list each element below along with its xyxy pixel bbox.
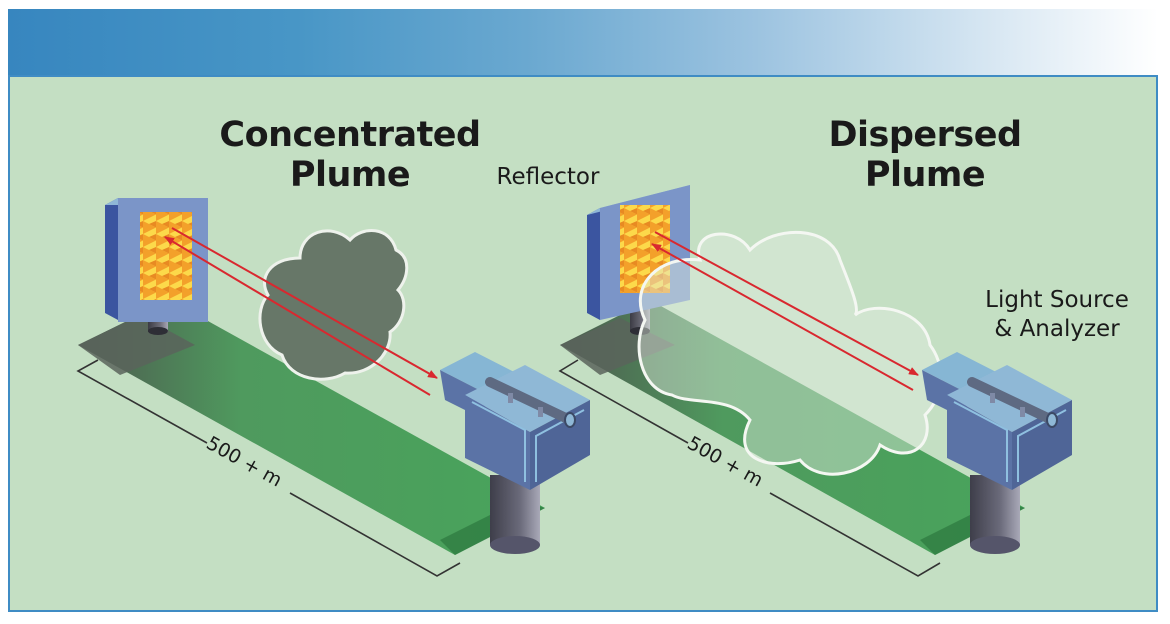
right-scene: 500 + m [558, 185, 1072, 577]
analyzer-label: Light Source & Analyzer [962, 286, 1152, 344]
left-dimension-line-2 [289, 492, 461, 577]
left-outgoing-beam [164, 236, 431, 396]
left-dimension-line [76, 359, 208, 444]
right-dimension-line [558, 359, 689, 444]
reflector-label: Reflector [496, 164, 600, 190]
concentrated-plume [258, 229, 409, 381]
left-analyzer [440, 352, 590, 554]
right-dimension-line-2 [769, 492, 941, 577]
right-title-line1: Dispersed [828, 115, 1022, 155]
left-ground-strip [78, 300, 545, 555]
left-scene-title: Concentrated Plume [205, 115, 495, 195]
left-title-line1: Concentrated [219, 115, 481, 155]
dispersed-plume [637, 230, 943, 476]
header-band [8, 9, 1158, 75]
right-analyzer [922, 352, 1072, 554]
analyzer-pedestal-base [490, 536, 540, 554]
telescope-lens [564, 412, 576, 428]
right-return-beam [654, 231, 919, 376]
left-title-line2: Plume [289, 155, 411, 195]
analyzer-label-line2: & Analyzer [994, 316, 1120, 342]
retroreflector-grid [140, 212, 192, 300]
right-reflector [587, 185, 690, 335]
left-return-beam [171, 227, 438, 379]
telescope-tube [485, 377, 575, 425]
telescope-tube [967, 377, 1057, 425]
analyzer-pedestal-base [970, 536, 1020, 554]
analyzer-body-left [947, 395, 1012, 490]
right-outgoing-beam [651, 243, 914, 391]
analyzer-label-line1: Light Source [985, 287, 1129, 313]
reflector-side [587, 208, 600, 320]
right-ground-strip [560, 300, 1025, 555]
reflector-side [105, 198, 118, 320]
reflector-post-base [148, 327, 168, 335]
left-reflector [105, 198, 208, 335]
left-scene: 500 + m [76, 198, 590, 577]
right-scene-title: Dispersed Plume [800, 115, 1050, 195]
right-title-line2: Plume [864, 155, 986, 195]
telescope-lens [1046, 412, 1058, 428]
analyzer-body-left [465, 395, 530, 490]
